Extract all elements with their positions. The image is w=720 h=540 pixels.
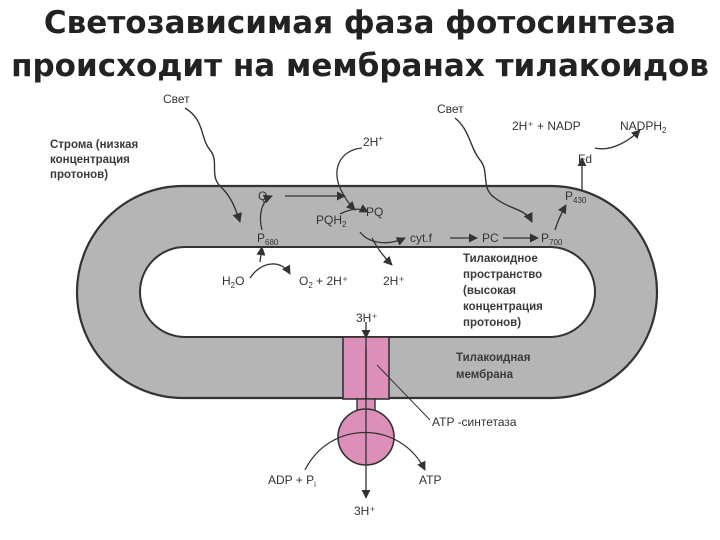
o2-reaction-label: O2 + 2H⁺ bbox=[299, 274, 348, 290]
title-line-1: Светозависимая фаза фотосинтеза bbox=[43, 5, 677, 41]
pq-to-cyt-arrow bbox=[359, 231, 406, 246]
h2o-label: H2O bbox=[222, 274, 244, 290]
lumen-label-4: концентрация bbox=[463, 301, 543, 313]
p680-label: P680 bbox=[257, 231, 279, 247]
stroma-label-1: Строма (низкая bbox=[50, 139, 138, 151]
adp-to-atp-arrow bbox=[304, 431, 426, 471]
pqh-to-pq-arrow bbox=[339, 204, 369, 215]
lumen-label-1: Тилакоидное bbox=[463, 253, 538, 265]
atp-label: ATP bbox=[419, 473, 441, 487]
stroma-2h-arrow bbox=[336, 147, 363, 211]
nadph-label: NADPH2 bbox=[620, 119, 667, 135]
h3-top-label: 3H⁺ bbox=[356, 311, 378, 325]
p700-to-p430-arrow bbox=[554, 204, 567, 231]
membrane-label-1: Тилакоидная bbox=[456, 352, 530, 364]
pq-label: PQ bbox=[366, 205, 383, 219]
fd-label: Fd bbox=[578, 152, 592, 166]
h2-stroma-label: 2H+ bbox=[363, 134, 383, 149]
water-splitting-arrow bbox=[249, 263, 291, 279]
p680-to-q-arrow bbox=[259, 194, 273, 231]
h2-lumen-label: 2H⁺ bbox=[383, 274, 405, 288]
nadp-to-nadph-arrow bbox=[594, 129, 641, 150]
atp-synthase-label: ATP -синтетаза bbox=[432, 415, 517, 429]
stroma-label-2: концентрация bbox=[50, 154, 130, 166]
lumen-label-2: пространство bbox=[463, 269, 542, 281]
light-left-label: Свет bbox=[163, 92, 190, 106]
p700-label: P700 bbox=[541, 231, 563, 247]
slide-title: Светозависимая фаза фотосинтеза происход… bbox=[0, 2, 720, 88]
light-right-arrow bbox=[454, 117, 533, 223]
cyt-f-label: cyt.f bbox=[410, 231, 433, 245]
lumen-to-p680-arrow bbox=[256, 246, 266, 263]
p430-label: P430 bbox=[565, 189, 587, 205]
membrane-label-2: мембрана bbox=[456, 369, 514, 381]
pqh-to-lumen-arrow bbox=[371, 237, 393, 266]
light-right-label: Свет bbox=[437, 102, 464, 116]
nadp-reaction-label: 2H⁺ + NADP bbox=[512, 119, 581, 133]
adp-label: ADP + Pi bbox=[268, 473, 316, 489]
title-line-2: происходит на мембранах тилакоидов bbox=[11, 48, 709, 84]
lumen-label-5: протонов) bbox=[463, 317, 521, 329]
stroma-label-3: протонов) bbox=[50, 169, 108, 181]
h3-bottom-label: 3H⁺ bbox=[354, 504, 376, 518]
pqh2-label: PQH2 bbox=[316, 213, 347, 229]
q-label: Q bbox=[258, 189, 267, 203]
pc-label: PC bbox=[482, 231, 499, 245]
atp-synthase-pointer bbox=[376, 364, 431, 421]
lumen-label-3: (высокая bbox=[463, 285, 516, 297]
light-left-arrow bbox=[184, 107, 242, 223]
